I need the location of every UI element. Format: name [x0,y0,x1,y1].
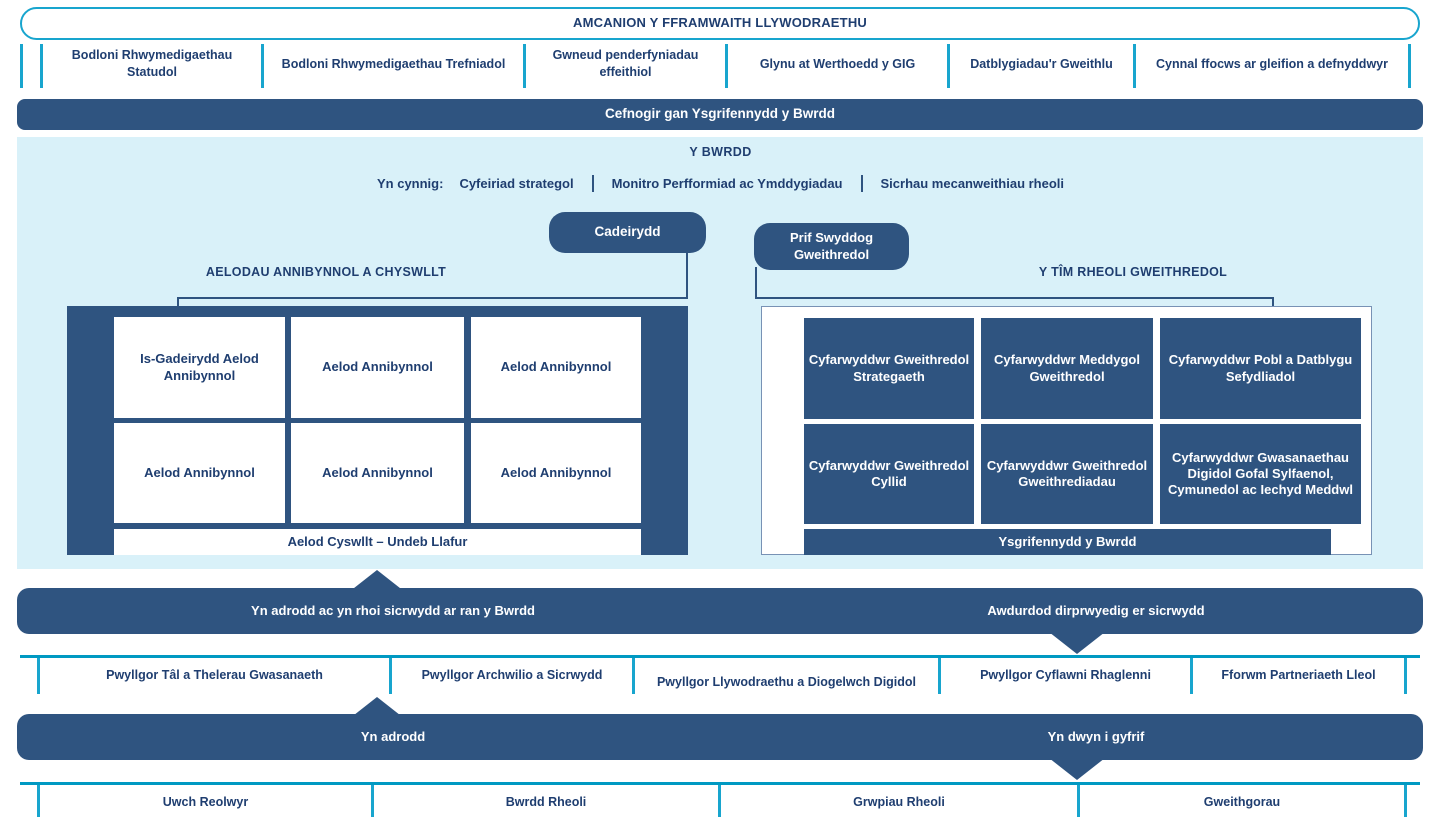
offers-separator [860,174,863,192]
assurance-left-label: Yn adrodd ac yn rhoi sicrwydd ar ran y B… [251,602,535,618]
associate-member-card: Aelod Cyswllt – Undeb Llafur [114,529,641,555]
group-item: Grwpiau Rheoli [853,794,945,809]
committee-top-rule [20,655,1420,658]
right-bracket-horizontal [755,297,1274,299]
committee-item: Pwyllgor Llywodraethu a Diogelwch Digido… [656,674,917,689]
chair-node: Cadeirydd [549,212,706,253]
board-offer-item: Sicrhau mecanweithiau rheoli [880,175,1065,191]
board-title: Y BWRDD [689,145,752,160]
director-card: Cyfarwyddwr Pobl a Datblygu Sefydliadol [1160,318,1361,419]
executive-team-group: Cyfarwyddwr Gweithredol Strategaeth Cyfa… [761,306,1372,555]
director-card: Cyfarwyddwr Meddygol Gweithredol [981,318,1153,419]
groups-top-rule [20,782,1420,785]
objectives-divider [1408,44,1411,88]
objectives-row: Bodloni Rhwymedigaethau Statudol Bodloni… [20,41,1420,88]
committee-item: Pwyllgor Cyflawni Rhaglenni [980,667,1151,682]
right-bracket-vertical [1272,297,1274,307]
objectives-divider [523,44,526,88]
committee-item: Pwyllgor Tâl a Thelerau Gwasanaeth [106,667,323,682]
reporting-down-arrow [1049,758,1105,780]
committee-item: Fforwm Partneriaeth Lleol [1221,667,1376,682]
member-card: Aelod Annibynnol [291,317,464,418]
group-item: Uwch Reolwyr [162,794,249,809]
group-divider [718,785,721,817]
director-card: Cyfarwyddwr Gweithredol Strategaeth [804,318,974,419]
member-card: Is-Gadeirydd Aelod Annibynnol [114,317,285,418]
director-card: Cyfarwyddwr Gweithredol Gweithrediadau [981,424,1153,524]
ceo-connector-line [755,267,757,298]
independent-members-caption: AELODAU ANNIBYNNOL A CHYSWLLT [205,265,447,280]
board-offer-item: Cyfeiriad strategol [459,175,574,191]
board-offer-item: Monitro Perfformiad ac Ymddygiadau [611,175,843,191]
chair-connector-line [686,250,688,298]
objectives-divider [1133,44,1136,88]
reporting-right-label: Yn dwyn i gyfrif [1047,728,1145,744]
group-item: Gweithgorau [1203,794,1281,809]
member-card: Aelod Annibynnol [114,423,285,523]
objective-item: Datblygiadau'r Gweithlu [970,56,1113,71]
objective-item: Cynnal ffocws ar gleifion a defnyddwyr [1156,56,1388,71]
group-divider [1404,785,1407,817]
board-offers-lead: Yn cynnig: [376,175,444,191]
chief-executive-node: Prif Swyddog Gweithredol [754,223,909,270]
reporting-left-label: Yn adrodd [360,728,426,744]
member-card: Aelod Annibynnol [471,317,641,418]
committee-divider [632,658,635,694]
objectives-divider [20,44,23,88]
group-divider [371,785,374,817]
committee-divider [1404,658,1407,694]
objectives-divider [725,44,728,88]
left-bracket-horizontal [177,297,688,299]
member-card: Aelod Annibynnol [291,423,464,523]
committee-divider [37,658,40,694]
offers-separator [591,174,594,192]
report-up-arrow [349,697,405,719]
objective-item: Gwneud penderfyniadau effeithiol [552,48,699,79]
board-offers: Yn cynnig: Cyfeiriad strategol Monitro P… [0,172,1441,194]
objectives-divider [261,44,264,88]
assurance-down-arrow [1049,632,1105,654]
committee-divider [1190,658,1193,694]
board-secretary-support-bar: Cefnogir gan Ysgrifennydd y Bwrdd [17,99,1423,130]
objective-item: Glynu at Werthoedd y GIG [759,56,916,71]
assurance-right-label: Awdurdod dirprwyedig er sicrwydd [987,602,1205,618]
board-secretary-card: Ysgrifennydd y Bwrdd [804,529,1331,555]
objectives-divider [40,44,43,88]
director-card: Cyfarwyddwr Gweithredol Cyllid [804,424,974,524]
committee-divider [389,658,392,694]
group-item: Bwrdd Rheoli [505,794,587,809]
committee-item: Pwyllgor Archwilio a Sicrwydd [421,667,603,682]
independent-members-group: Is-Gadeirydd Aelod Annibynnol Aelod Anni… [67,306,688,555]
assurance-bar: Yn adrodd ac yn rhoi sicrwydd ar ran y B… [17,588,1423,634]
member-card: Aelod Annibynnol [471,423,641,523]
objective-item: Bodloni Rhwymedigaethau Trefniadol [281,56,506,71]
assurance-up-arrow [349,570,405,592]
executive-team-caption: Y TÎM RHEOLI GWEITHREDOL [1038,265,1228,280]
committee-divider [938,658,941,694]
objectives-title-banner: AMCANION Y FFRAMWAITH LLYWODRAETHU [20,7,1420,40]
left-bracket-vertical [177,297,179,307]
director-card: Cyfarwyddwr Gwasanaethau Digidol Gofal S… [1160,424,1361,524]
group-divider [1077,785,1080,817]
group-divider [37,785,40,817]
reporting-bar: Yn adrodd Yn dwyn i gyfrif [17,714,1423,760]
objective-item: Bodloni Rhwymedigaethau Statudol [71,48,233,79]
objectives-divider [947,44,950,88]
